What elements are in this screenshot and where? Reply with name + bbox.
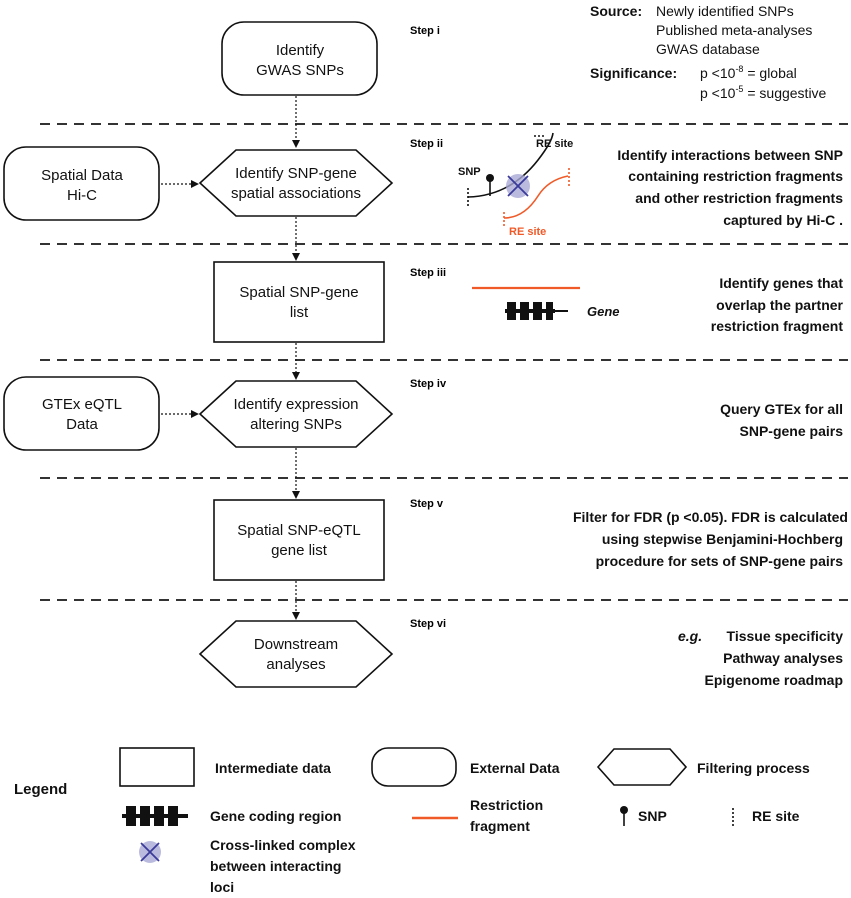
partner-fragment-arc xyxy=(503,175,569,219)
step-iv-desc-1: Query GTEx for all xyxy=(720,401,843,417)
spatial-data-line2: Hi-C xyxy=(67,187,97,204)
legend-intermediate-label: Intermediate data xyxy=(215,760,331,776)
step-vi-label: Step vi xyxy=(410,618,446,630)
legend-restriction-line2: fragment xyxy=(470,818,530,834)
legend-snp-label: SNP xyxy=(638,808,667,824)
legend-crosslink-line2: between interacting xyxy=(210,858,341,874)
source-label: Source: xyxy=(590,3,642,19)
step-ii-description: Identify interactions between SNP contai… xyxy=(617,147,843,228)
legend-filtering-label: Filtering process xyxy=(697,760,810,776)
identify-spatial-line1: Identify SNP-gene xyxy=(235,165,357,182)
gtex-line2: Data xyxy=(66,416,98,433)
flow-labels: Identify GWAS SNPs Spatial Data Hi-C Ide… xyxy=(41,42,361,673)
spatial-list-line2: list xyxy=(290,304,309,321)
step-iv-label: Step iv xyxy=(410,378,447,390)
legend-external-label: External Data xyxy=(470,760,560,776)
snp-diagram-label: SNP xyxy=(458,166,481,178)
eqtl-list-line2: gene list xyxy=(271,542,328,559)
spatial-list-line1: Spatial SNP-gene xyxy=(239,284,358,301)
step-i-label: Step i xyxy=(410,25,440,37)
step-v-description: Filter for FDR (p <0.05). FDR is calcula… xyxy=(573,509,848,569)
identify-expression-line2: altering SNPs xyxy=(250,416,342,433)
step-iii-label: Step iii xyxy=(410,267,446,279)
flow-shapes xyxy=(3,21,394,688)
legend-intermediate-icon xyxy=(119,747,195,787)
spatial-data-box xyxy=(3,146,160,221)
identify-spatial-hexagon xyxy=(198,149,394,217)
step-iii-desc-3: restriction fragment xyxy=(711,318,844,334)
legend-restriction-line1: Restriction xyxy=(470,797,543,813)
re-site-bottom-label: RE site xyxy=(509,226,546,238)
eg-label: e.g. xyxy=(678,628,702,644)
legend-filtering-icon xyxy=(596,748,688,786)
step-ii-desc-3: and other restriction fragments xyxy=(635,190,843,206)
step-ii-desc-2: containing restriction fragments xyxy=(628,168,843,184)
legend-title: Legend xyxy=(14,781,67,798)
legend: Legend Intermediate data External Data F… xyxy=(14,747,810,895)
step-vi-description: e.g. Tissue specificity Pathway analyses… xyxy=(678,628,843,688)
gene-label: Gene xyxy=(587,304,620,319)
step-iii-desc-1: Identify genes that xyxy=(719,275,843,291)
hi-c-interaction-diagram: SNP RE site RE site xyxy=(458,132,573,238)
identify-gwas-line2: GWAS SNPs xyxy=(256,62,344,79)
source-item-3: GWAS database xyxy=(656,41,760,57)
gene-coding-icon xyxy=(505,302,555,320)
step-iii-description: Identify genes that overlap the partner … xyxy=(711,275,844,334)
eqtl-list-line1: Spatial SNP-eQTL xyxy=(237,522,360,539)
step-v-desc-3: procedure for sets of SNP-gene pairs xyxy=(596,553,844,569)
step-vi-item-3: Epigenome roadmap xyxy=(705,672,843,688)
legend-crosslink-line3: loci xyxy=(210,879,234,895)
step-v-desc-1: Filter for FDR (p <0.05). FDR is calcula… xyxy=(573,509,848,525)
source-block: Source: Newly identified SNPs Published … xyxy=(590,3,827,101)
source-item-2: Published meta-analyses xyxy=(656,22,812,38)
spatial-list-box xyxy=(213,261,385,343)
eqtl-list-box xyxy=(213,499,385,581)
step-v-label: Step v xyxy=(410,498,444,510)
identify-expression-hexagon xyxy=(198,380,394,448)
legend-re-site-label: RE site xyxy=(752,808,800,824)
legend-snp-icon xyxy=(620,806,628,814)
step-iii-desc-2: overlap the partner xyxy=(716,297,843,313)
identify-gwas-line1: Identify xyxy=(276,42,325,59)
legend-external-icon xyxy=(371,747,457,787)
significance-suggestive: p <10-5 = suggestive xyxy=(700,84,827,101)
step-ii-desc-1: Identify interactions between SNP xyxy=(617,147,843,163)
identify-gwas-box xyxy=(221,21,378,96)
legend-crosslink-line1: Cross-linked complex xyxy=(210,837,356,853)
gtex-box xyxy=(3,376,160,451)
downstream-line2: analyses xyxy=(266,656,325,673)
step-v-desc-2: using stepwise Benjamini-Hochberg xyxy=(602,531,843,547)
gtex-line1: GTEx eQTL xyxy=(42,396,122,413)
step-vi-item-2: Pathway analyses xyxy=(723,650,843,666)
downstream-hexagon xyxy=(198,620,394,688)
step-iv-desc-2: SNP-gene pairs xyxy=(740,423,844,439)
identify-expression-line1: Identify expression xyxy=(233,396,358,413)
spatial-data-line1: Spatial Data xyxy=(41,167,123,184)
flow-arrows xyxy=(161,96,300,620)
source-item-1: Newly identified SNPs xyxy=(656,3,794,19)
step-iv-description: Query GTEx for all SNP-gene pairs xyxy=(720,401,843,439)
downstream-line1: Downstream xyxy=(254,636,338,653)
step-vi-item-1: Tissue specificity xyxy=(727,628,844,644)
legend-gene-coding-label: Gene coding region xyxy=(210,808,341,824)
significance-label: Significance: xyxy=(590,65,677,81)
gene-overlap-diagram: Gene xyxy=(472,286,620,320)
identify-spatial-line2: spatial associations xyxy=(231,185,361,202)
re-site-top-label: RE site xyxy=(536,138,573,150)
step-labels: Step i Step ii Step iii Step iv Step v S… xyxy=(410,25,447,630)
significance-global: p <10-8 = global xyxy=(700,64,797,81)
legend-gene-coding-icon xyxy=(122,806,188,826)
snp-marker-icon xyxy=(486,174,494,182)
step-ii-label: Step ii xyxy=(410,138,443,150)
step-ii-desc-4: captured by Hi-C . xyxy=(723,212,843,228)
